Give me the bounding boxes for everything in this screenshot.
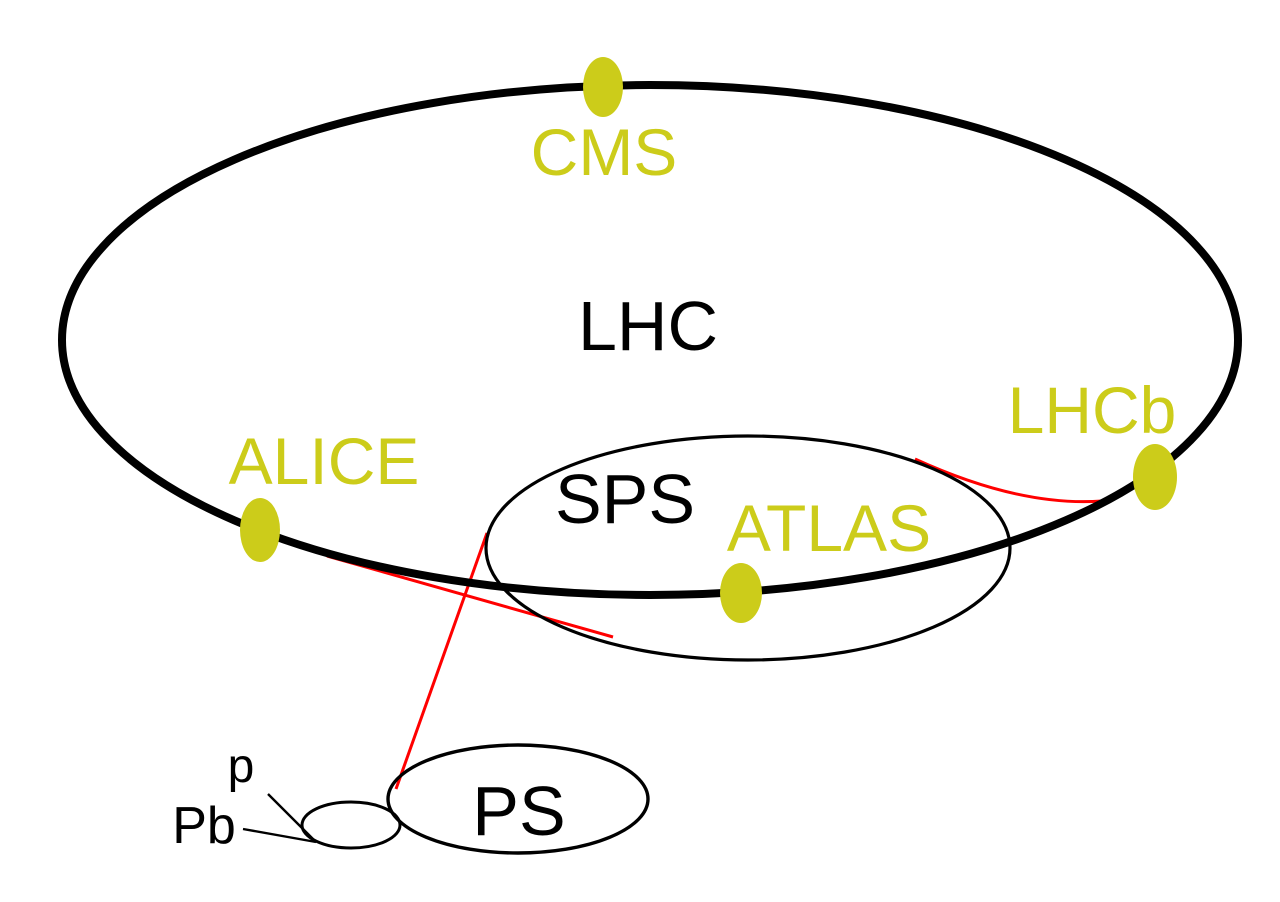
pb-pointer-line <box>242 827 317 844</box>
transfer-lines <box>326 457 1103 790</box>
alice-detector-marker <box>240 498 280 562</box>
atlas-detector-marker <box>720 563 762 623</box>
injection-pointers <box>242 793 317 844</box>
p-label: p <box>228 740 255 793</box>
lhcb-label: LHCb <box>1008 373 1177 447</box>
lhc-ring <box>58 81 1242 599</box>
detector-markers <box>240 57 1177 623</box>
accelerator-labels: LHC SPS PS <box>472 287 718 850</box>
atlas-label: ATLAS <box>727 491 931 565</box>
ps-label: PS <box>472 772 565 850</box>
ps-ring <box>386 743 650 855</box>
p-pointer-line <box>267 793 317 843</box>
transfer-line-lhc-to-sps <box>326 554 614 639</box>
lhc-label: LHC <box>578 287 718 365</box>
lhcb-detector-marker <box>1133 444 1177 510</box>
beam-source-labels: p Pb <box>172 740 254 855</box>
booster-ring <box>300 800 402 850</box>
sps-label: SPS <box>555 460 695 538</box>
cms-label: CMS <box>531 115 678 189</box>
detector-labels: CMS ALICE ATLAS LHCb <box>229 115 1177 565</box>
transfer-line-sps-to-ps <box>394 532 489 790</box>
transfer-line-sps-to-lhcb <box>914 457 1103 504</box>
accelerator-rings <box>58 81 1242 855</box>
cms-detector-marker <box>583 57 623 117</box>
sps-ring <box>484 434 1012 662</box>
pb-label: Pb <box>172 797 236 855</box>
alice-label: ALICE <box>229 424 420 498</box>
